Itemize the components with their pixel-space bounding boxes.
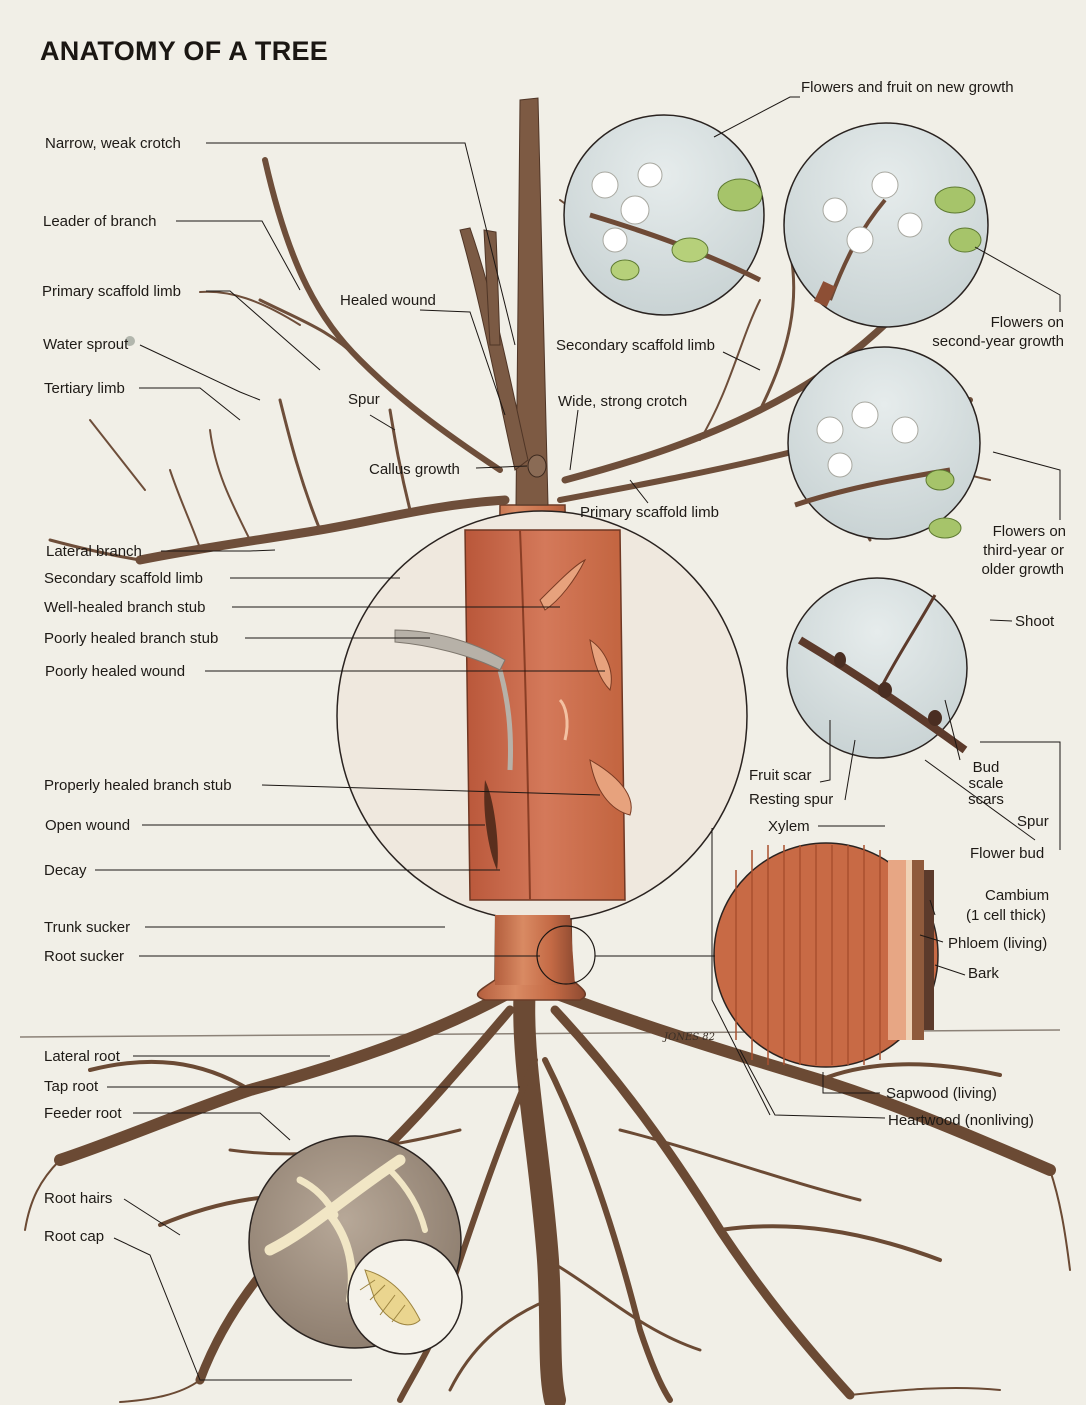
label-tap-root: Tap root [44,1078,99,1095]
label-bud-scale-line3: scars [968,791,1004,808]
label-tertiary-limb: Tertiary limb [44,380,125,397]
label-leader-of-branch: Leader of branch [43,213,157,230]
label-fruit-scar: Fruit scar [749,767,812,784]
label-water-sprout: Water sprout [43,336,129,353]
label-primary-scaffold-right: Primary scaffold limb [580,504,719,521]
narrow-crotch-limb [459,227,529,471]
label-flowers-second-line1: Flowers on [990,314,1064,331]
artist-signature: JONES 82 [664,1032,716,1043]
label-secondary-scaffold-left: Secondary scaffold limb [44,570,203,587]
label-spur-lower: Spur [1017,813,1049,830]
label-phloem: Phloem (living) [948,935,1048,952]
label-flowers-third-line3: older growth [981,561,1064,578]
label-lateral-root: Lateral root [44,1048,120,1065]
root-cap-circle [347,1239,463,1355]
label-well-healed-stub: Well-healed branch stub [44,599,206,616]
label-cambium-line1: Cambium [985,887,1050,904]
page-title: ANATOMY OF A TREE [40,36,329,66]
flower-circle-third-year [787,346,981,540]
label-healed-wound: Healed wound [340,292,436,309]
label-root-cap: Root cap [44,1228,105,1245]
label-flower-bud: Flower bud [970,845,1045,862]
label-narrow-crotch: Narrow, weak crotch [45,135,181,152]
cut-stub [483,229,501,346]
label-resting-spur: Resting spur [749,791,834,808]
label-feeder-root: Feeder root [44,1105,122,1122]
callus-node [527,454,547,478]
lower-trunk [495,915,575,985]
label-primary-scaffold-left: Primary scaffold limb [42,283,181,300]
label-flowers-third-line2: third-year or [983,542,1064,559]
label-callus-growth: Callus growth [369,461,460,478]
label-open-wound: Open wound [45,817,131,834]
label-lateral-branch: Lateral branch [46,543,142,560]
label-flowers-new-growth: Flowers and fruit on new growth [801,79,1014,96]
label-sapwood: Sapwood (living) [886,1085,997,1102]
label-decay: Decay [44,862,87,879]
label-properly-healed-stub: Properly healed branch stub [44,777,232,794]
root-system [24,974,1071,1405]
central-leader [515,97,549,506]
wood-section-circle [713,842,939,1068]
label-shoot: Shoot [1015,613,1055,630]
label-flowers-second-line2: second-year growth [932,333,1064,350]
label-spur-upper: Spur [348,391,380,408]
label-trunk-sucker: Trunk sucker [44,919,131,936]
flower-circle-second-year [783,122,989,328]
label-cambium-line2: (1 cell thick) [966,907,1047,924]
label-secondary-scaffold-right: Secondary scaffold limb [556,337,715,354]
label-heartwood: Heartwood (nonliving) [888,1112,1034,1129]
water-sprout-bud [125,336,135,346]
label-bud-scale-line2: scale [968,775,1004,792]
leader-lines [95,96,1061,1381]
bark-zoom-marker [536,925,596,985]
flower-circle-new-growth [563,114,765,316]
label-bark: Bark [968,965,999,982]
label-poorly-healed-stub: Poorly healed branch stub [44,630,219,647]
trunk-detail-circle [336,510,748,922]
label-flowers-third-line1: Flowers on [992,523,1066,540]
label-xylem: Xylem [768,818,810,835]
label-root-hairs: Root hairs [44,1190,113,1207]
label-bud-scale-line1: Bud [972,759,1000,776]
label-poorly-healed-wound: Poorly healed wound [45,663,186,680]
label-wide-crotch: Wide, strong crotch [558,393,688,410]
label-root-sucker: Root sucker [44,948,125,965]
spur-detail-circle [786,577,968,759]
